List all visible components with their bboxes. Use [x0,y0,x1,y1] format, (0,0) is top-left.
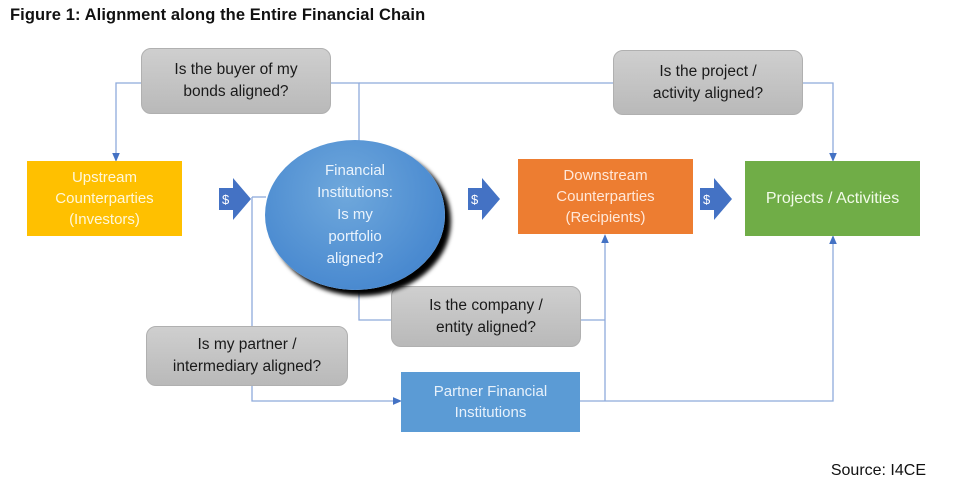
dollar-arrow-2 [468,178,500,220]
source-note: Source: I4CE [830,462,926,479]
node-partner-financial-institutions: Partner Financial Institutions [401,372,580,432]
connector-fi-to-partner [251,197,402,405]
dollar-label-3: $ [703,192,711,207]
connector-buyer-to-fi [330,82,360,142]
dollar-arrow-1 [219,178,251,220]
node-downstream-counterparties: Downstream Counterparties (Recipients) [518,159,693,234]
question-company-aligned: Is the company / entity aligned? [391,286,581,347]
connector-partner-right [580,235,837,402]
question-buyer-aligned: Is the buyer of my bonds aligned? [141,48,331,114]
dollar-arrow-3 [700,178,732,220]
node-upstream-counterparties: Upstream Counterparties (Investors) [27,161,182,236]
node-financial-institutions: Financial Institutions: Is my portfolio … [265,140,445,290]
question-project-aligned: Is the project / activity aligned? [613,50,803,115]
node-projects-activities: Projects / Activities [745,161,920,236]
question-partner-aligned: Is my partner / intermediary aligned? [146,326,348,386]
dollar-label-2: $ [471,192,479,207]
connector-fi-to-company [358,290,392,321]
figure-title: Figure 1: Alignment along the Entire Fin… [10,6,426,24]
dollar-label-1: $ [222,192,230,207]
connector-buyer-to-upstream [112,82,143,162]
